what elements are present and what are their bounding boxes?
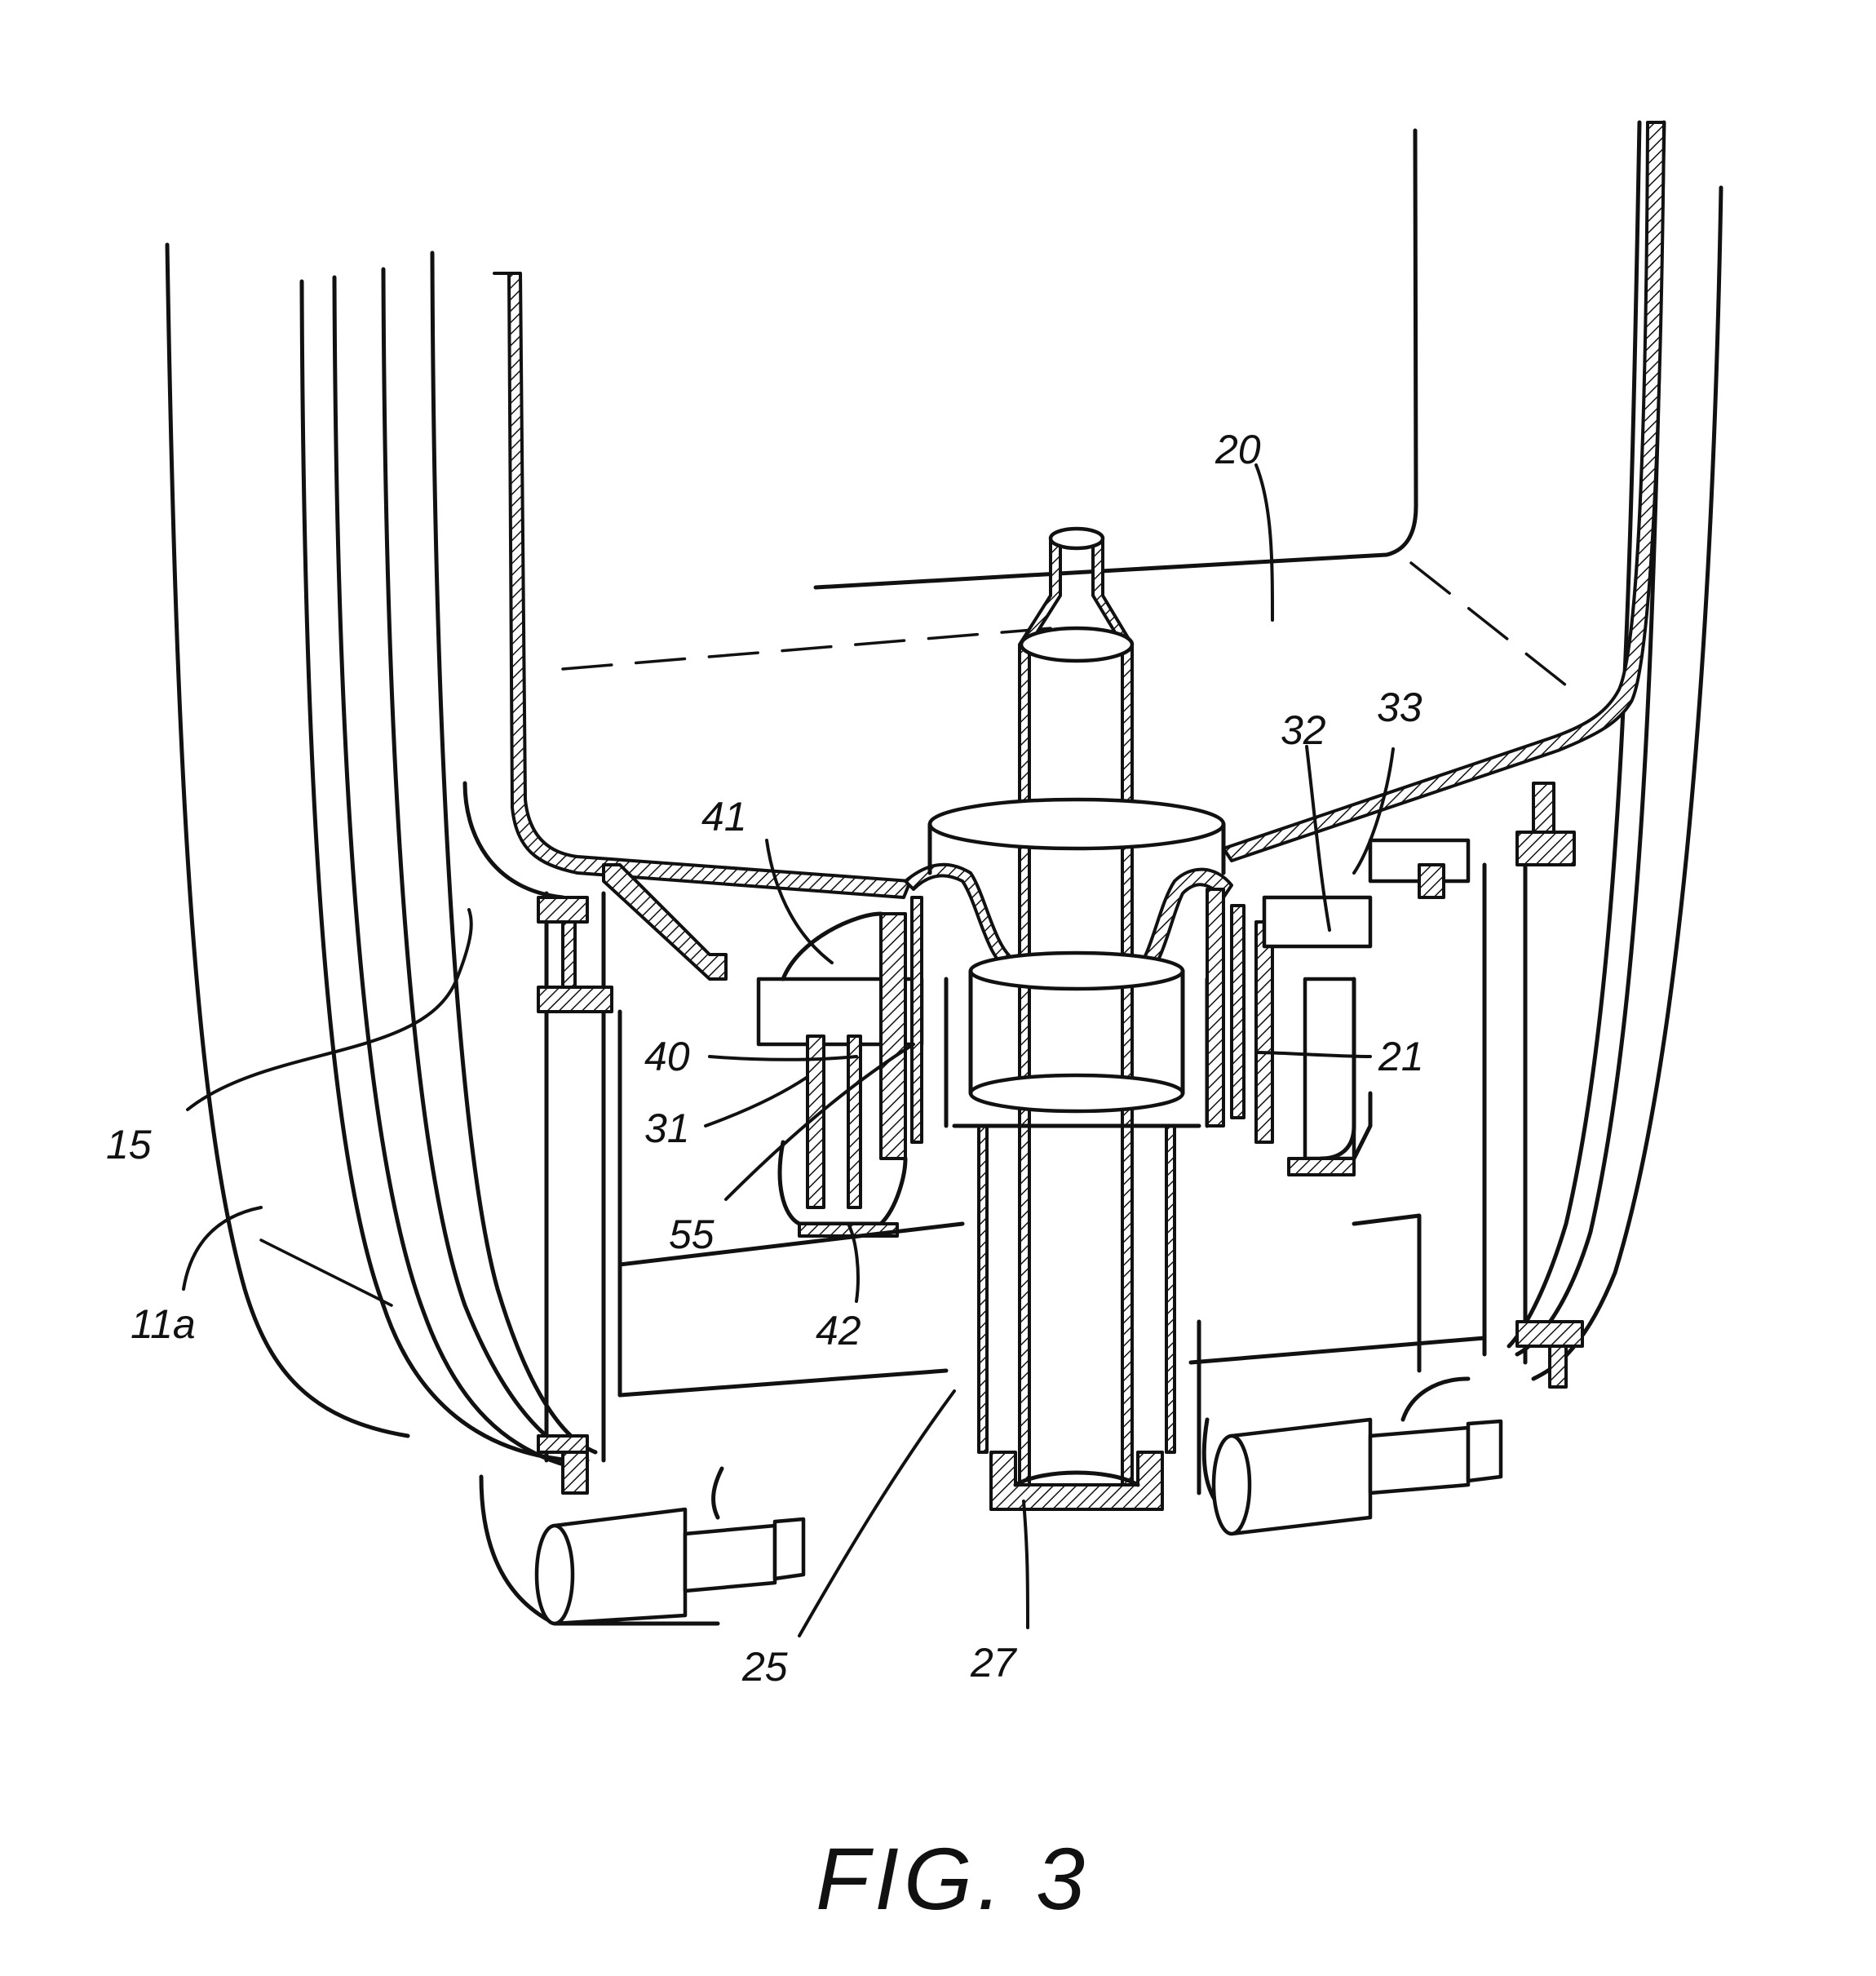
reservoir-tank xyxy=(465,122,1664,897)
label-42: 42 xyxy=(816,1308,861,1354)
right-valve-assembly xyxy=(1207,840,1468,1175)
label-27: 27 xyxy=(970,1640,1018,1686)
label-31: 31 xyxy=(644,1105,690,1151)
central-tube xyxy=(954,529,1199,1509)
label-21: 21 xyxy=(1378,1034,1424,1079)
label-55: 55 xyxy=(669,1212,715,1257)
diaphragm-bellows xyxy=(905,800,1232,1126)
figure-caption: FIG. 3 xyxy=(816,1829,1090,1928)
label-20: 20 xyxy=(1215,427,1261,472)
label-32: 32 xyxy=(1281,707,1326,753)
label-33: 33 xyxy=(1377,685,1422,730)
label-25: 25 xyxy=(741,1644,788,1690)
outer-housing-left xyxy=(167,245,595,1469)
label-41: 41 xyxy=(701,794,747,840)
label-15: 15 xyxy=(106,1122,152,1167)
label-40: 40 xyxy=(644,1034,690,1079)
label-11a: 11a xyxy=(131,1301,196,1347)
